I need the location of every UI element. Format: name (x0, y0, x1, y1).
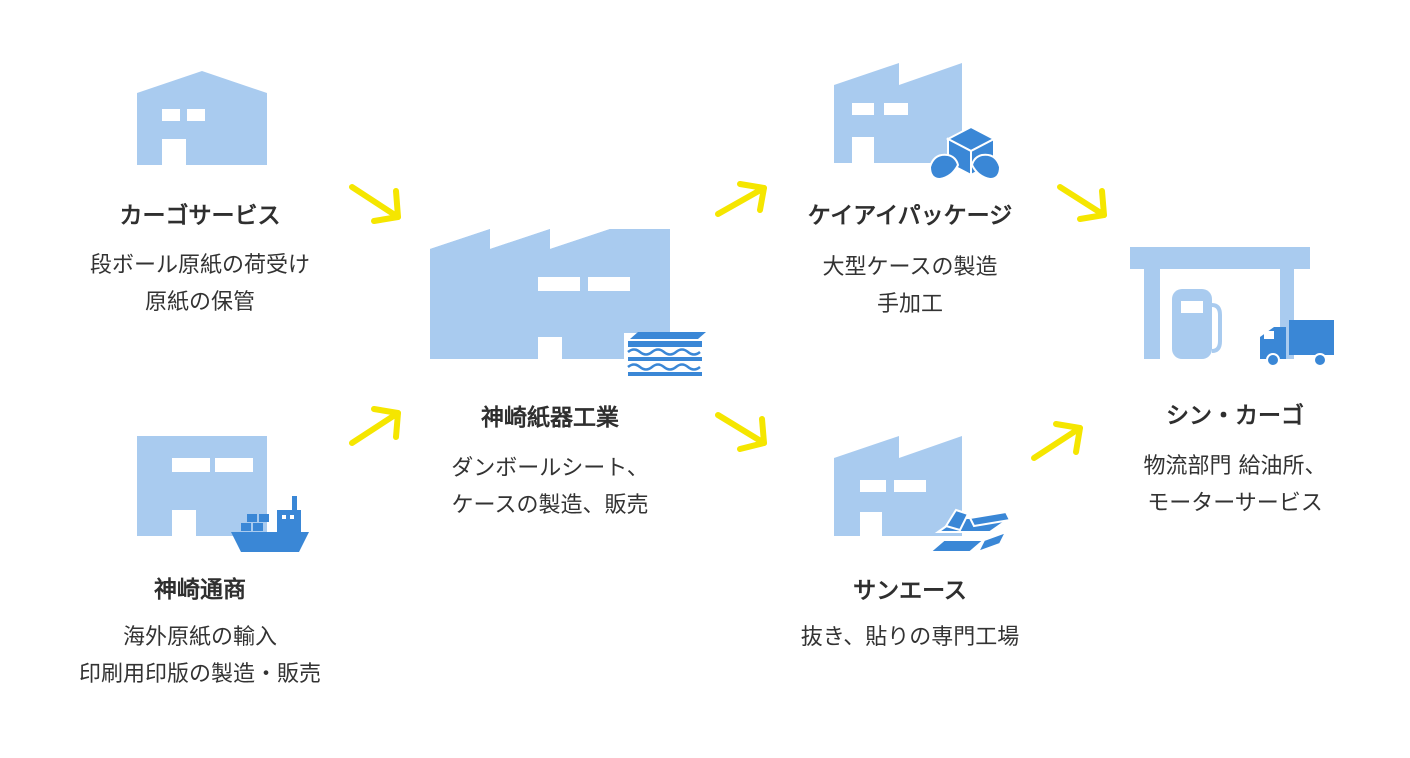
description-line: 手加工 (876, 292, 943, 317)
description-line: 大型ケースの製造 (822, 255, 998, 280)
node-description: 大型ケースの製造 手加工 (760, 249, 1060, 323)
node-title: ケイアイパッケージ (807, 203, 1013, 229)
arrow-kei-i-to-shin-cargo (1057, 184, 1118, 225)
node-shin-cargo: シン・カーゴ 物流部門 給油所、 モーターサービス (1080, 240, 1390, 530)
node-description: 物流部門 給油所、 モーターサービス (1080, 448, 1390, 522)
node-kanzaki-shiki: 神崎紙器工業 ダンボールシート、 ケースの製造、販売 (380, 220, 720, 530)
node-description: 抜き、貼りの専門工場 (760, 619, 1060, 656)
warehouse-ship-icon (137, 436, 317, 556)
node-kei-i-package: ケイアイパッケージ 大型ケースの製造 手加工 (760, 50, 1060, 330)
description-line: 印刷用印版の製造・販売 (78, 662, 321, 687)
arrow-san-ace-to-shin-cargo (1030, 420, 1090, 464)
gas-station-truck-icon (1130, 247, 1340, 372)
factory-cardboard-icon (430, 229, 710, 379)
node-kanzaki-tsusho: 神崎通商 海外原紙の輸入 印刷用印版の製造・販売 (40, 430, 360, 700)
node-description: 段ボール原紙の荷受け 原紙の保管 (40, 247, 360, 321)
description-line: 原紙の保管 (144, 290, 255, 315)
description-line: 海外原紙の輸入 (122, 625, 277, 650)
node-title: 神崎紙器工業 (481, 405, 619, 431)
description-line: ケースの製造、販売 (451, 493, 649, 518)
arrow-tsusho-to-kanzaki-shiki (349, 405, 410, 446)
description-line: 段ボール原紙の荷受け (89, 253, 310, 278)
node-cargo-service: カーゴサービス 段ボール原紙の荷受け 原紙の保管 (40, 60, 360, 330)
description-line: 物流部門 給油所、 (1143, 454, 1327, 479)
description-line: ダンボールシート、 (451, 456, 649, 481)
node-san-ace: サンエース 抜き、貼りの専門工場 (760, 430, 1060, 670)
node-description: ダンボールシート、 ケースの製造、販売 (380, 450, 720, 524)
arrow-cargo-to-kanzaki-shiki (349, 184, 410, 225)
node-title: カーゴサービス (119, 203, 281, 229)
node-title: サンエース (853, 578, 967, 604)
factory-folded-box-icon (834, 436, 1014, 561)
node-title: 神崎通商 (154, 577, 246, 603)
description-line: モーターサービス (1147, 491, 1323, 516)
description-line: 抜き、貼りの専門工場 (800, 625, 1020, 650)
arrow-kanzaki-shiki-to-kei-i (715, 180, 776, 220)
arrow-kanzaki-shiki-to-san-ace (715, 412, 776, 453)
node-title: シン・カーゴ (1166, 403, 1304, 429)
factory-box-hands-icon (834, 63, 1009, 188)
node-description: 海外原紙の輸入 印刷用印版の製造・販売 (40, 619, 360, 693)
warehouse-icon (137, 71, 267, 165)
